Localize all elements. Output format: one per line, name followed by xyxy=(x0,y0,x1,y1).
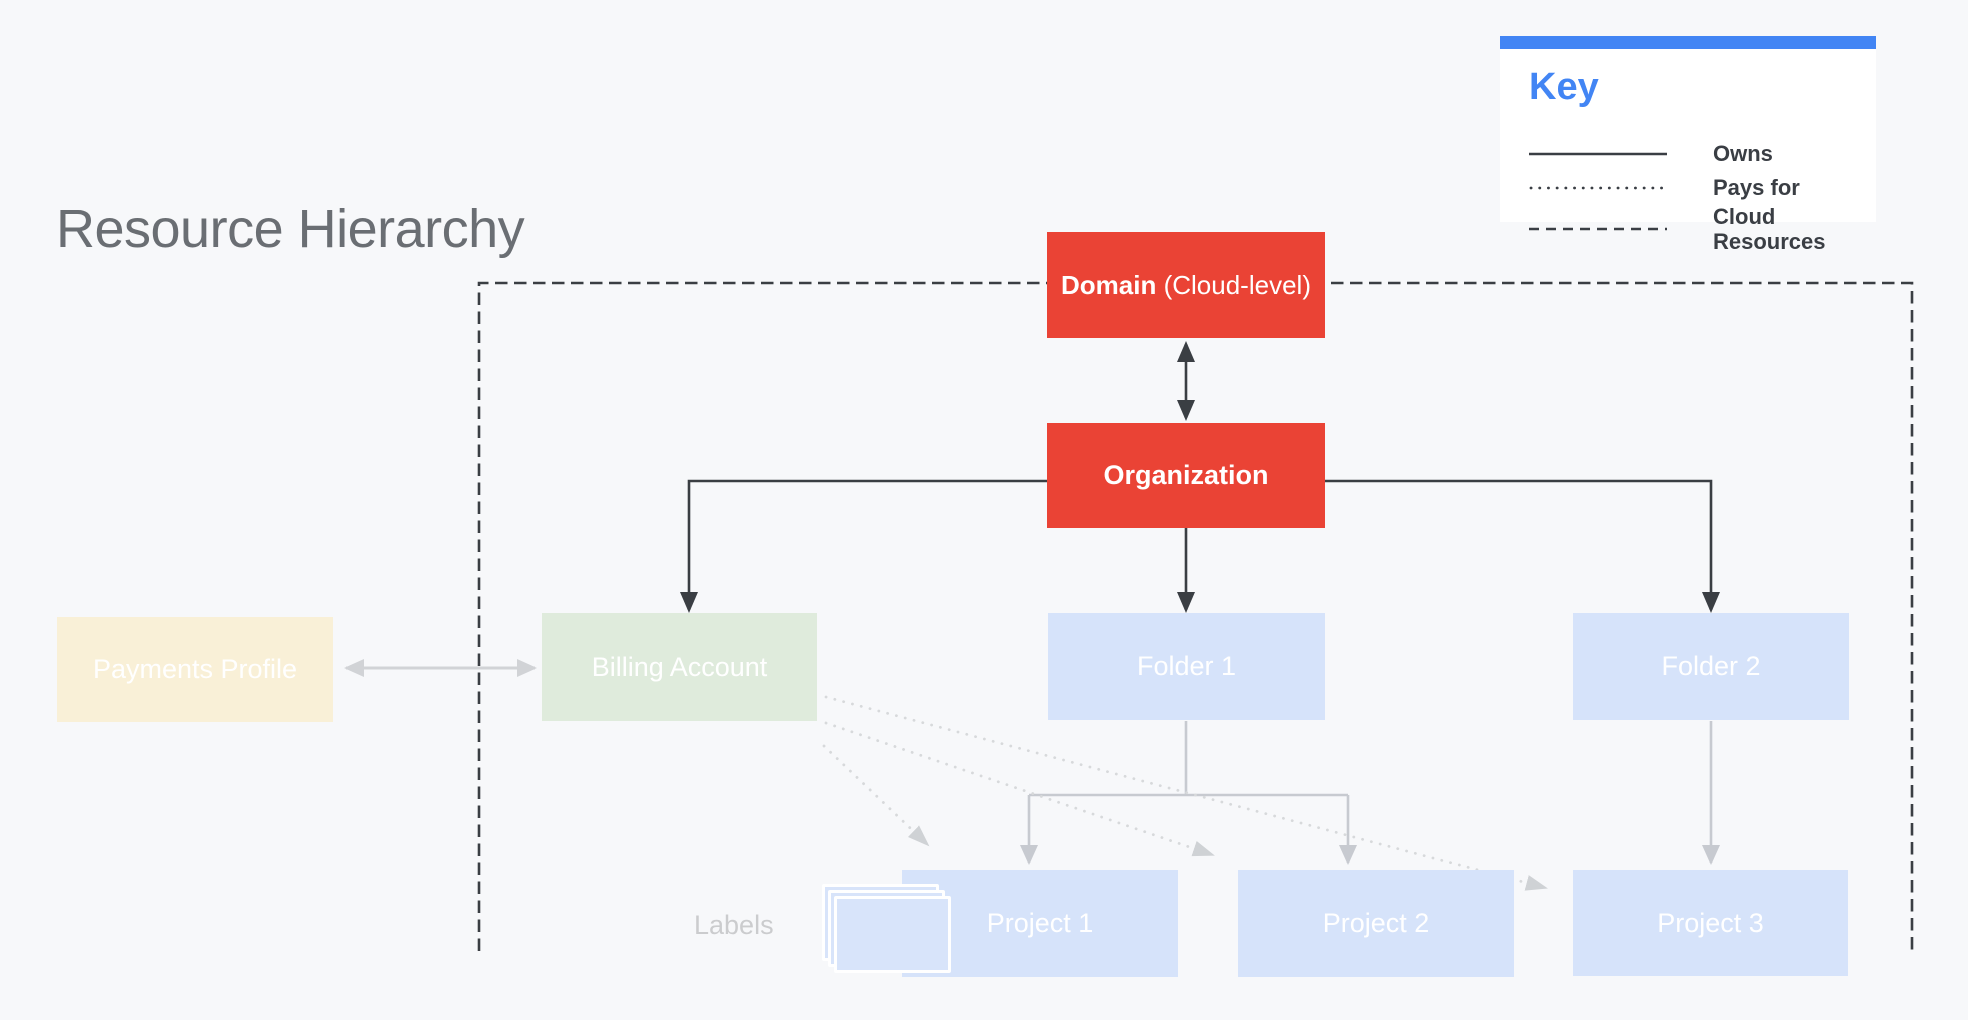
legend-label-owns: Owns xyxy=(1713,141,1773,167)
domain-label-bold: Domain xyxy=(1061,269,1157,300)
node-payments-profile: Payments Profile xyxy=(57,617,333,722)
pays-for-line-billing-project3 xyxy=(824,695,1548,891)
owns-arrow-organization-billing-account xyxy=(680,479,1048,613)
billing-account-label: Billing Account xyxy=(591,651,768,682)
legend-accent-bar xyxy=(1500,36,1876,49)
legend-title: Key xyxy=(1529,66,1599,108)
cloud-resources-boundary-dashed xyxy=(477,281,1914,951)
owns-arrow-organization-folder2 xyxy=(1325,479,1720,613)
folder-2-label: Folder 2 xyxy=(1661,651,1761,681)
payments-profile-label: Payments Profile xyxy=(92,654,298,684)
legend-row-owns: Owns xyxy=(1529,140,1843,168)
domain-label-rest: (Cloud-level) xyxy=(1163,269,1311,300)
node-folder-1: Folder 1 xyxy=(1048,613,1325,720)
solid-line-icon xyxy=(1529,152,1667,156)
node-folder-2: Folder 2 xyxy=(1573,613,1849,720)
page-title: Resource Hierarchy xyxy=(56,199,525,259)
project-1-label: Project 1 xyxy=(986,908,1094,938)
project-2-label: Project 2 xyxy=(1322,908,1430,938)
pays-for-line-billing-project1 xyxy=(822,744,930,847)
legend-key-box: Key Owns Pays for Cloud Resources xyxy=(1500,36,1876,254)
labels-cards-icon xyxy=(834,896,951,973)
folder-1-label: Folder 1 xyxy=(1136,651,1237,681)
legend-label-pays-for: Pays for xyxy=(1713,175,1800,201)
legend-label-cloud-resources: Cloud Resources xyxy=(1713,204,1826,255)
node-organization: Organization xyxy=(1047,423,1325,528)
node-project-3: Project 3 xyxy=(1573,870,1848,976)
pays-for-line-billing-project2 xyxy=(824,721,1215,857)
organization-label: Organization xyxy=(1103,460,1269,490)
labels-caption: Labels xyxy=(694,910,774,940)
node-domain-label: Domain (Cloud-level) xyxy=(1061,270,1311,301)
legend-row-pays-for: Pays for xyxy=(1529,174,1843,202)
node-project-2: Project 2 xyxy=(1238,870,1514,977)
dotted-line-icon xyxy=(1529,186,1667,190)
legend-row-cloud-resources: Cloud Resources xyxy=(1529,204,1843,255)
node-billing-account: Billing Account xyxy=(542,613,817,721)
project-3-label: Project 3 xyxy=(1657,907,1764,938)
node-domain: Domain (Cloud-level) xyxy=(1047,232,1325,338)
dashed-line-icon xyxy=(1529,227,1667,231)
